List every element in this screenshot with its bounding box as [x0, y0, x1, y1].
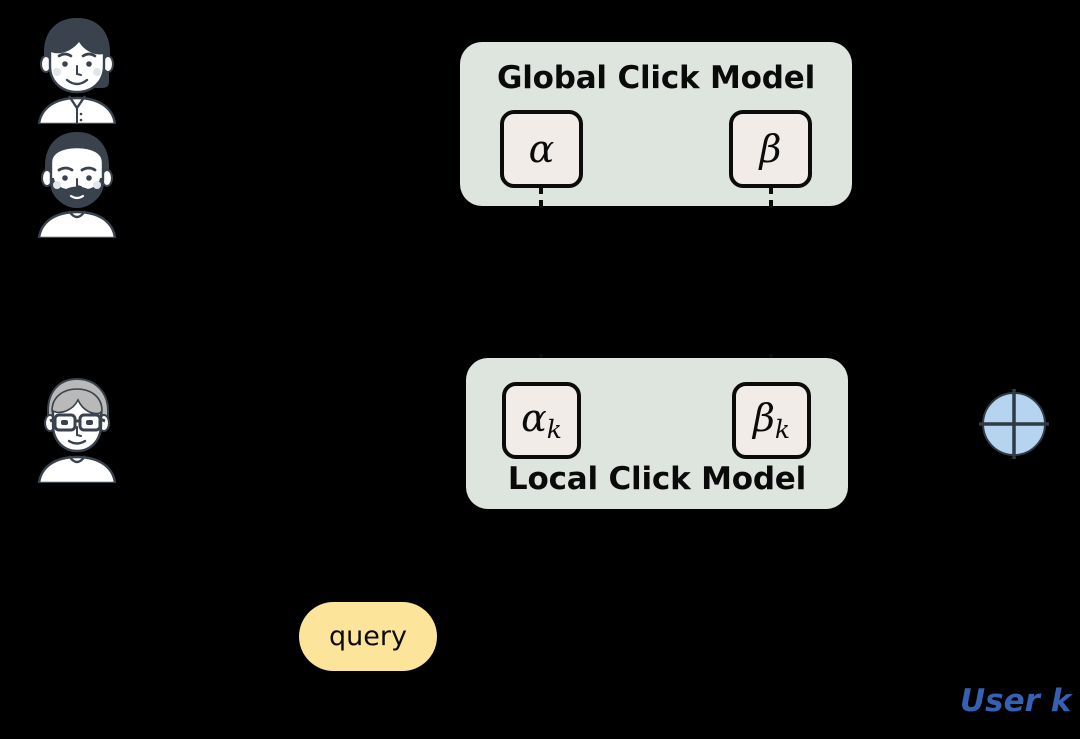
- connector-alpha-global-segment: [539, 186, 543, 208]
- avatar-woman-ponytail: [31, 14, 123, 126]
- local-alpha-parameter-box: αk: [502, 382, 581, 459]
- local-beta-subscript: k: [774, 415, 791, 444]
- avatar-man-glasses: [31, 373, 123, 485]
- avatar-man-beard: [31, 128, 123, 240]
- crosshair-circle-icon: [979, 389, 1049, 459]
- local-alpha-symbol: αk: [521, 399, 562, 442]
- global-alpha-parameter-box: α: [500, 110, 583, 188]
- local-alpha-subscript: k: [546, 415, 562, 444]
- local-click-model-title: Local Click Model: [507, 461, 807, 497]
- global-beta-symbol: β: [759, 127, 782, 171]
- local-alpha-base: α: [521, 396, 547, 440]
- global-alpha-symbol: α: [528, 127, 555, 171]
- connector-beta-global-segment: [769, 186, 773, 208]
- query-pill: query: [299, 602, 437, 671]
- global-click-model-title: Global Click Model: [496, 60, 816, 96]
- local-beta-parameter-box: βk: [732, 382, 811, 459]
- query-label: query: [329, 621, 407, 652]
- local-beta-base: β: [752, 396, 775, 440]
- global-beta-parameter-box: β: [729, 110, 812, 188]
- user-k-caption: User k: [960, 683, 1072, 719]
- local-beta-symbol: βk: [753, 399, 790, 442]
